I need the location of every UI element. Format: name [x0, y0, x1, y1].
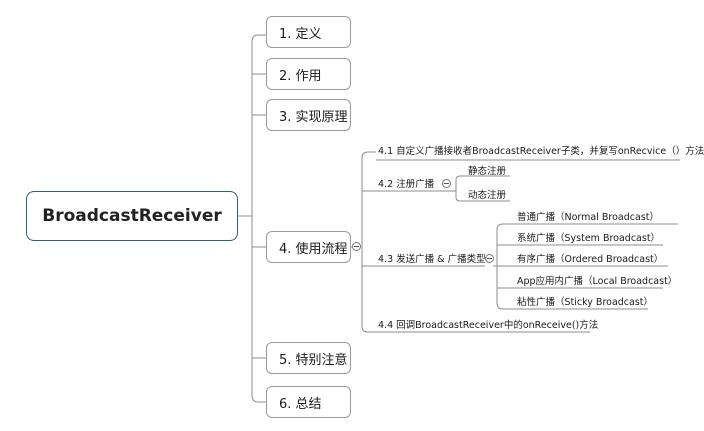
registration-static[interactable]: 静态注册 — [468, 166, 507, 177]
topic-label: 2. 作用 — [279, 68, 322, 84]
topic-usage-flow[interactable]: 4. 使用流程 — [266, 231, 351, 263]
broadcast-type-local[interactable]: App应用内广播（Local Broadcast） — [517, 276, 678, 287]
registration-dynamic[interactable]: 动态注册 — [468, 190, 507, 201]
topic-purpose[interactable]: 2. 作用 — [266, 58, 351, 90]
topic-label: 1. 定义 — [279, 26, 322, 42]
collapse-icon[interactable] — [442, 179, 451, 188]
broadcast-type-ordered[interactable]: 有序广播（Ordered Broadcast） — [517, 254, 664, 265]
root-label: BroadcastReceiver — [42, 206, 222, 226]
broadcast-type-sticky[interactable]: 粘性广播（Sticky Broadcast） — [517, 297, 654, 308]
topic-definition[interactable]: 1. 定义 — [266, 16, 351, 48]
topic-label: 5. 特别注意 — [279, 352, 348, 368]
root-node[interactable]: BroadcastReceiver — [26, 191, 238, 241]
topic-label: 6. 总结 — [279, 396, 322, 412]
usage-item-4-2[interactable]: 4.2 注册广播 — [378, 179, 435, 190]
usage-item-4-3[interactable]: 4.3 发送广播 & 广播类型 — [378, 254, 486, 265]
broadcast-type-normal[interactable]: 普通广播（Normal Broadcast） — [517, 212, 659, 223]
topic-summary[interactable]: 6. 总结 — [266, 386, 351, 418]
topic-label: 4. 使用流程 — [279, 241, 348, 257]
usage-item-4-1[interactable]: 4.1 自定义广播接收者BroadcastReceiver子类，并复写onRec… — [378, 146, 704, 157]
collapse-icon[interactable] — [485, 254, 494, 263]
topic-principle[interactable]: 3. 实现原理 — [266, 99, 351, 131]
topic-special-notes[interactable]: 5. 特别注意 — [266, 342, 351, 374]
broadcast-type-system[interactable]: 系统广播（System Broadcast） — [517, 233, 661, 244]
collapse-icon[interactable] — [352, 242, 361, 251]
topic-label: 3. 实现原理 — [279, 109, 348, 125]
usage-item-4-4[interactable]: 4.4 回调BroadcastReceiver中的onReceive()方法 — [378, 320, 599, 331]
